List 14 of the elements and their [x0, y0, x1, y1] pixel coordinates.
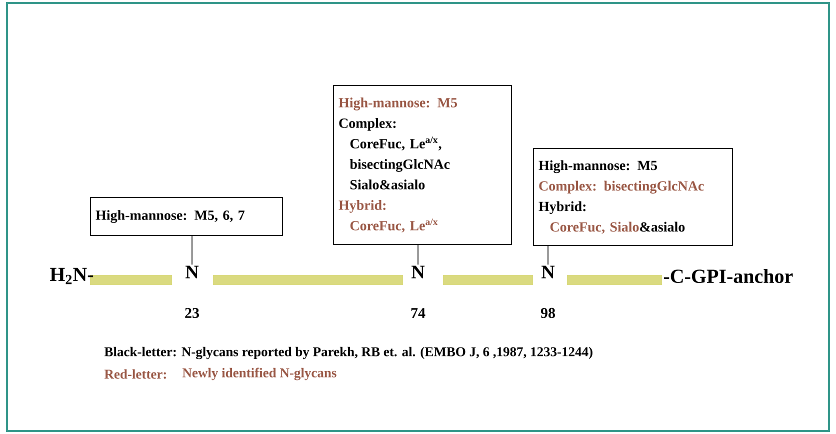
glycan-box: High-mannose: M5 Complex: CoreFuc, Le$^{a/x}$, bisectingGlcNAc Sialo&asialo Hybrid: CoreFuc, Le$^{a/x}$ — [333, 85, 512, 245]
glycan-box: High-mannose: M5, 6, 7 — [90, 197, 283, 236]
glycosylation-site: N — [542, 266, 555, 278]
terminus-label: H$_{2}$N- — [50, 268, 94, 284]
glycan-box: High-mannose: M5 Complex: bisectingGlcNAc Hybrid: CoreFuc, Sialo&asialo — [533, 148, 733, 246]
legend-note: Black-letter: N-glycans reported by Parekh, RB et. al. (EMBO J, 6 ,1987, 1233-1244) — [104, 346, 592, 360]
glycosylation-site: N — [412, 266, 425, 278]
legend-note: Newly identified N-glycans — [182, 368, 336, 380]
terminus-label: -C-GPI-anchor — [664, 268, 793, 284]
residue-number: 98 — [540, 308, 555, 318]
glycosylation-site: N — [186, 266, 199, 278]
legend-note: Red-letter: — [104, 369, 166, 379]
residue-number: 23 — [185, 308, 199, 318]
residue-number: 74 — [411, 308, 426, 318]
